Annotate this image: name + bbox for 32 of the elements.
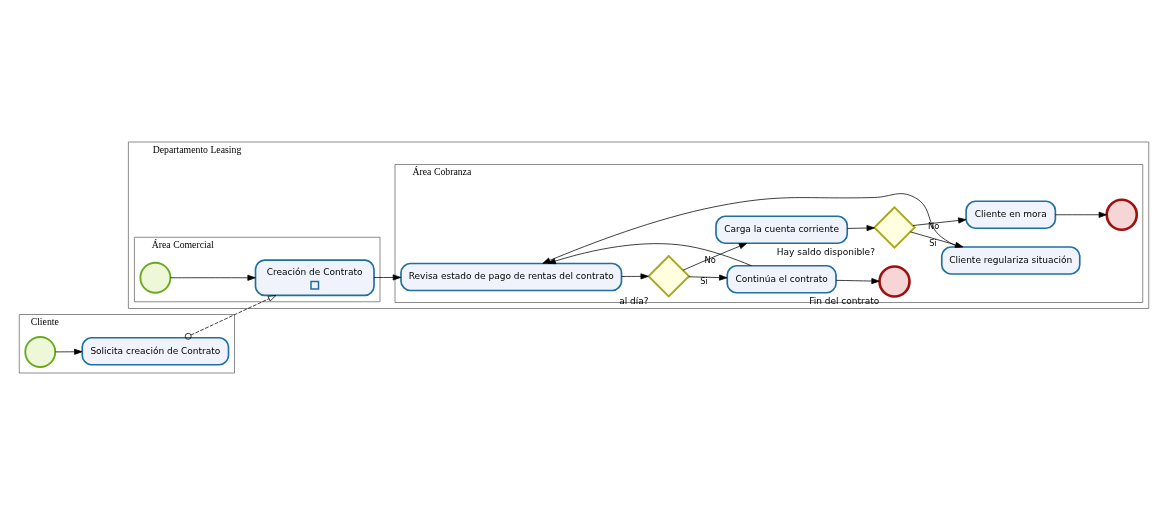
arrow xyxy=(55,348,83,355)
arrow xyxy=(847,224,875,231)
node-box: Creación de Contrato xyxy=(254,258,375,296)
node-diamond xyxy=(872,205,917,249)
node-box: Cliente regulariza situación xyxy=(940,245,1081,275)
node-circle xyxy=(1105,197,1139,231)
node-circle xyxy=(24,335,57,368)
node-box: Carga la cuenta corriente xyxy=(715,214,849,244)
arrow xyxy=(621,272,649,279)
arrow xyxy=(1055,211,1107,218)
arrow xyxy=(373,273,402,280)
arrow xyxy=(835,277,880,284)
edge-label: No xyxy=(928,220,940,231)
node-box: Cliente en mora xyxy=(965,199,1057,229)
node-box: Continúa el contrato xyxy=(726,264,837,294)
node-label: al día? xyxy=(619,295,649,306)
node-label: Fin del contrato xyxy=(809,295,880,306)
node-diamond xyxy=(647,254,691,298)
arrow xyxy=(170,274,256,281)
arrow xyxy=(910,231,964,248)
node-circle xyxy=(878,264,911,298)
arrow xyxy=(912,216,967,226)
edge-label: Si xyxy=(700,275,708,286)
node-box: Revisa estado de pago de rentas del contrato xyxy=(400,262,623,291)
node-box: Solicita creación de Contrato xyxy=(81,336,230,366)
node-label: Hay saldo disponible? xyxy=(776,246,875,257)
edge-label: No xyxy=(704,254,716,265)
arrow xyxy=(688,274,728,281)
node-circle xyxy=(139,261,172,294)
edge-label: Si xyxy=(929,237,937,248)
arrow xyxy=(682,242,748,271)
arrow xyxy=(184,294,277,340)
